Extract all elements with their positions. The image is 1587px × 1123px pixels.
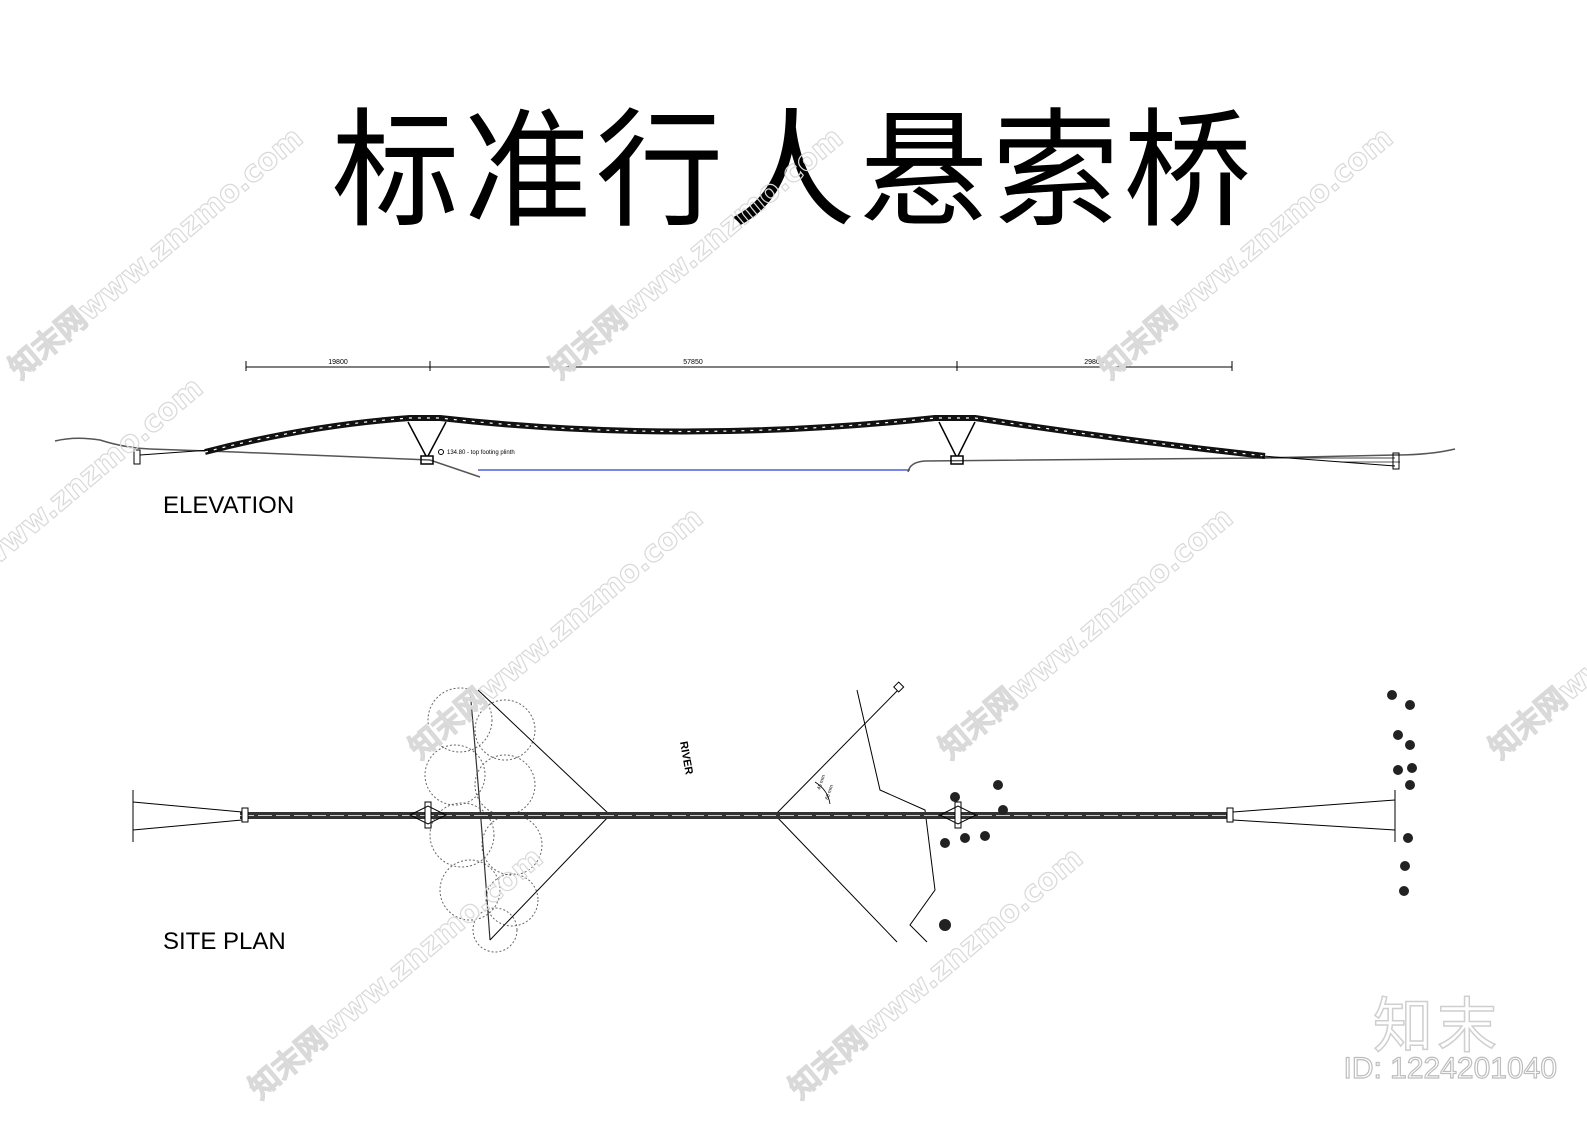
path-line bbox=[856, 689, 936, 943]
elevation-label: ELEVATION bbox=[163, 492, 295, 519]
watermark-2: 知末网www.znzmo.com bbox=[543, 120, 850, 386]
dimension-line bbox=[245, 361, 1233, 371]
watermark-8: 知末网www.znzmo.com bbox=[243, 840, 550, 1106]
right-anchorage bbox=[1392, 452, 1400, 470]
survey-line bbox=[774, 687, 901, 816]
watermark-1: 知末网www.znzmo.com bbox=[3, 120, 310, 386]
left-pylon bbox=[407, 421, 447, 465]
dimension-2: 57850 bbox=[683, 359, 703, 366]
site-plan-label: SITE PLAN bbox=[163, 928, 286, 955]
dimension-3: 29800 bbox=[1084, 359, 1104, 366]
ground-profile-left bbox=[54, 437, 481, 478]
angle-note-1: 45 mm bbox=[816, 774, 827, 790]
drawing-title: 标准行人悬索桥 bbox=[331, 97, 1256, 246]
shrubs-right bbox=[939, 690, 1417, 931]
site-plan-view: 45 mm 60 mm RIVER bbox=[132, 681, 1417, 953]
river-line-left bbox=[477, 689, 611, 816]
watermark-5: 知末网www.znzmo.com bbox=[403, 500, 710, 766]
left-anchorage bbox=[133, 449, 141, 465]
image-id: ID: 1224201040 bbox=[1343, 1051, 1558, 1085]
ground-profile-right bbox=[907, 448, 1456, 473]
angle-note-2: 60 mm bbox=[824, 784, 835, 800]
level-note: 134.80 - top footing plinth bbox=[447, 450, 515, 456]
dimension-1: 19800 bbox=[328, 359, 348, 366]
right-pylon bbox=[938, 421, 976, 465]
bridge-deck-cable bbox=[204, 415, 1266, 459]
watermark-7: 知末网www.znzmo.com bbox=[1483, 500, 1587, 766]
tree-cluster-left bbox=[424, 687, 543, 953]
pylon-footings-plan bbox=[241, 801, 1234, 829]
watermark-3: 知末网www.znzmo.com bbox=[1093, 120, 1400, 386]
watermark-pattern: 知末网www.znzmo.com 知末网www.znzmo.com 知末网www… bbox=[0, 120, 1587, 1107]
elevation-view: 19800 57850 29800 134.8 bbox=[54, 359, 1456, 478]
river-label: RIVER bbox=[677, 740, 695, 775]
brand-logo: 知末 bbox=[1372, 991, 1501, 1063]
watermark-6: 知末网www.znzmo.com bbox=[933, 500, 1240, 766]
watermark-9: 知末网www.znzmo.com bbox=[783, 840, 1090, 1106]
